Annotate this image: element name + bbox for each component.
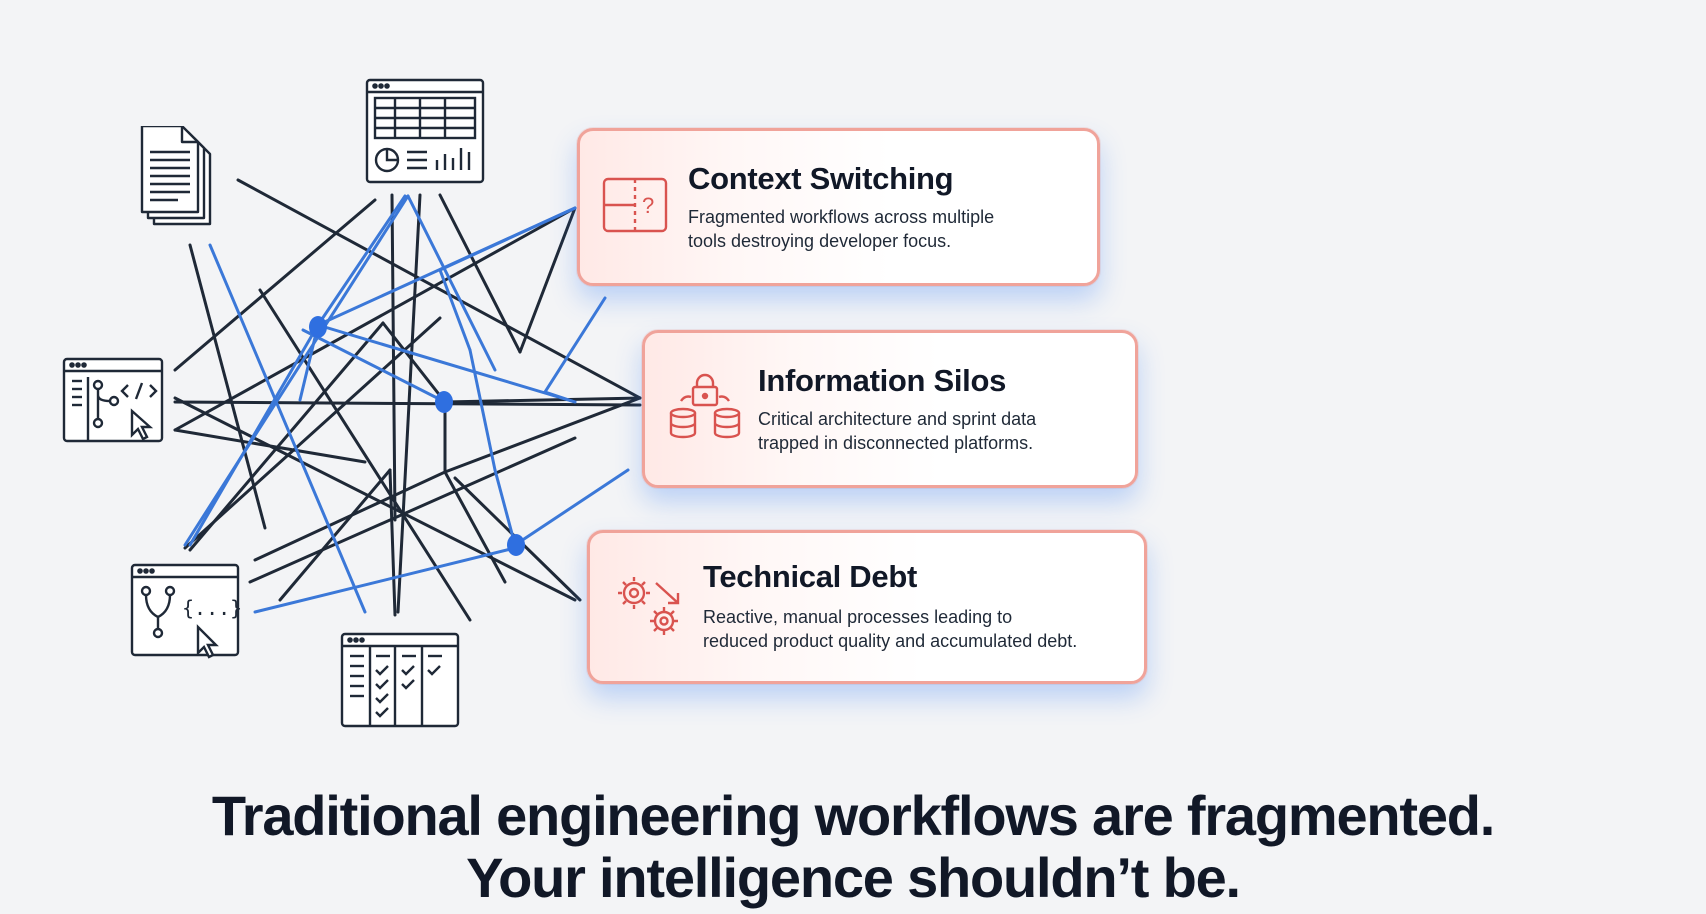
headline-line-1: Traditional engineering workflows are fr… xyxy=(211,784,1496,847)
split-panel-question-icon: ? xyxy=(602,177,668,238)
card-title: Context Switching xyxy=(688,161,954,196)
card-description: Critical architecture and sprint data tr… xyxy=(758,409,1037,453)
headline: Traditional engineering workflows are fr… xyxy=(0,785,1706,909)
documents-icon xyxy=(138,126,230,236)
card-title: Information Silos xyxy=(758,363,1007,398)
headline-line-2: Your intelligence shouldn’t be. xyxy=(466,846,1241,909)
gears-arrow-icon xyxy=(614,571,686,646)
blue-connections xyxy=(183,194,630,614)
card-information-silos: Information Silos Critical architecture … xyxy=(642,330,1138,488)
git-branch-code-icon: {...} xyxy=(130,563,242,663)
card-description: Fragmented workflows across multiple too… xyxy=(688,207,995,251)
dark-connections xyxy=(173,178,642,622)
code-editor-icon xyxy=(62,357,166,449)
junction-nodes xyxy=(309,316,525,556)
spreadsheet-dashboard-icon xyxy=(365,78,485,184)
svg-text:{...}: {...} xyxy=(182,596,242,620)
card-context-switching: ? Context Switching Fragmented workflows… xyxy=(577,128,1100,286)
card-title: Technical Debt xyxy=(703,559,917,594)
locked-databases-icon xyxy=(667,373,743,446)
card-description: Reactive, manual processes leading to re… xyxy=(703,607,1078,651)
card-technical-debt: Technical Debt Reactive, manual processe… xyxy=(587,530,1147,684)
task-checklist-icon xyxy=(340,632,460,728)
svg-text:?: ? xyxy=(642,193,654,218)
